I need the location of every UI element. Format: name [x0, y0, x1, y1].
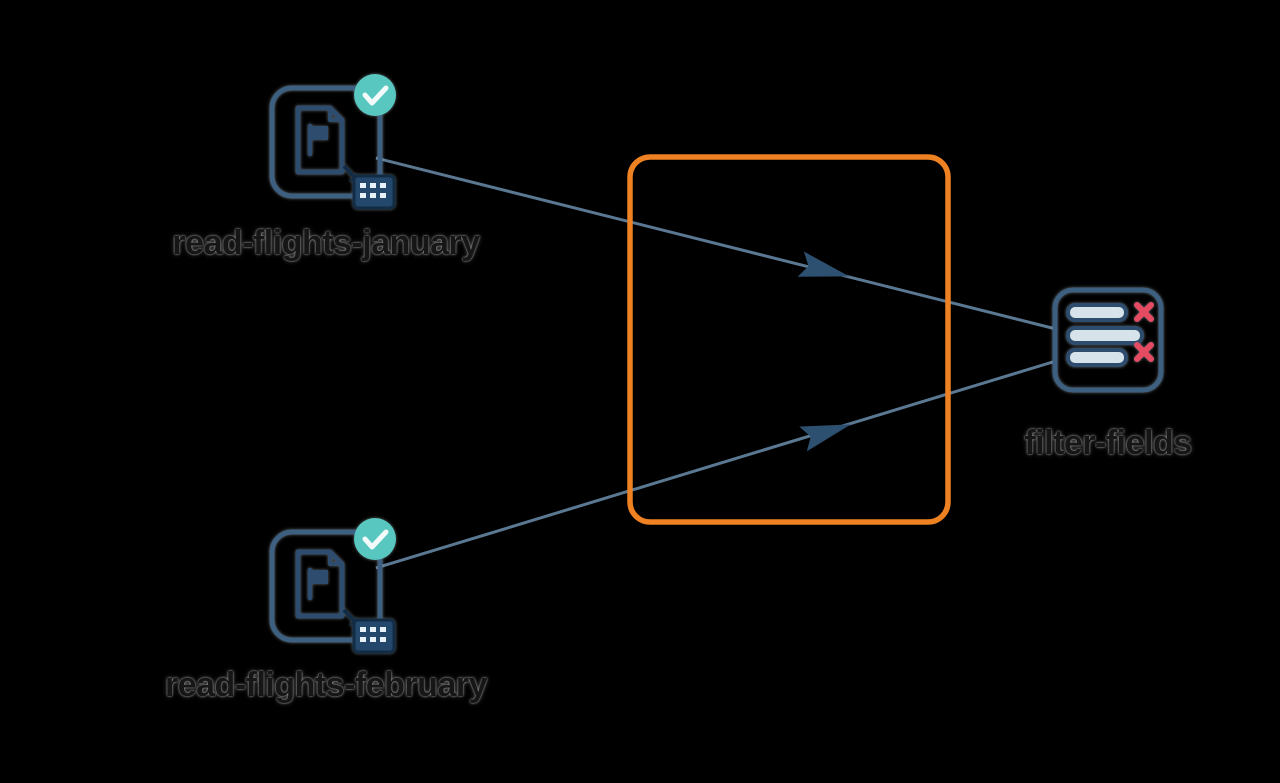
- node-label: read-flights-january: [172, 224, 480, 262]
- check-circle-icon: [354, 518, 396, 560]
- remove-field-x-icon: [1134, 302, 1154, 362]
- node-read-flights-january[interactable]: read-flights-january: [96, 72, 556, 282]
- field-rows-icon: [1066, 303, 1144, 367]
- filter-fields-icon: [1052, 287, 1164, 393]
- node-label: filter-fields: [1024, 424, 1192, 462]
- edge-january-arrowhead-icon: [797, 251, 850, 277]
- transform-frame: [269, 85, 383, 199]
- check-circle-icon: [354, 74, 396, 116]
- file-input-icon: [269, 518, 396, 654]
- node-filter-fields[interactable]: filter-fields: [958, 284, 1258, 474]
- node-read-flights-february[interactable]: read-flights-february: [96, 516, 556, 726]
- edge-february-to-filter[interactable]: [375, 359, 1057, 570]
- document-icon: [295, 549, 345, 619]
- node-label: read-flights-february: [165, 666, 488, 704]
- table-grid-icon: [342, 164, 396, 210]
- document-icon: [295, 105, 345, 175]
- table-grid-icon: [342, 608, 396, 654]
- edge-january-to-filter[interactable]: [375, 156, 1057, 331]
- selection-highlight-box: [627, 154, 951, 525]
- file-input-icon: [269, 74, 396, 210]
- edge-february-arrowhead-icon: [799, 424, 851, 452]
- transform-frame: [269, 529, 383, 643]
- transform-frame: [1052, 287, 1164, 393]
